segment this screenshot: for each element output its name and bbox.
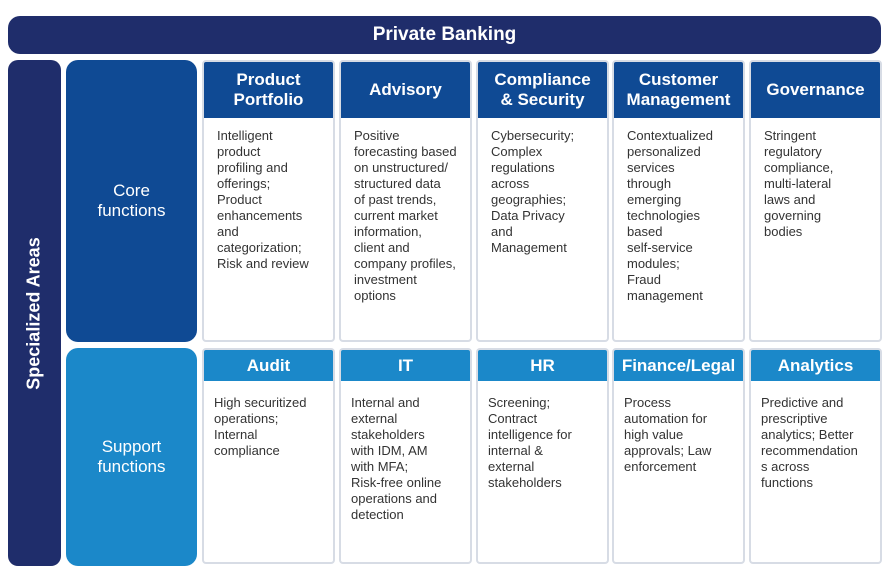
card-compliance-security: Compliance & Security Cybersecurity; Com… — [476, 60, 609, 342]
specialized-areas-text: Specialized Areas — [24, 236, 45, 390]
card-customer-management: Customer Management Contextualized perso… — [612, 60, 745, 342]
card-title: Product Portfolio — [204, 62, 333, 118]
card-text: Screening; Contract intelligence for int… — [488, 395, 572, 490]
card-text: Positive forecasting based on unstructur… — [354, 128, 457, 303]
card-finance-legal: Finance/Legal Process automation for hig… — [612, 348, 745, 564]
card-text: Process automation for high value approv… — [624, 395, 712, 474]
card-title: Compliance & Security — [478, 62, 607, 118]
card-title: Governance — [751, 62, 880, 118]
card-title: Audit — [204, 350, 333, 381]
card-title: Customer Management — [614, 62, 743, 118]
card-title: Analytics — [751, 350, 880, 381]
core-functions-text: Core functions — [97, 181, 166, 220]
card-title: Advisory — [341, 62, 470, 118]
card-text: Predictive and prescriptive analytics; B… — [761, 395, 858, 490]
card-advisory: Advisory Positive forecasting based on u… — [339, 60, 472, 342]
card-hr: HR Screening; Contract intelligence for … — [476, 348, 609, 564]
card-title: IT — [341, 350, 470, 381]
card-text: Intelligent product profiling and offeri… — [217, 128, 309, 271]
support-functions-label: Support functions — [66, 348, 197, 566]
card-it: IT Internal and external stakeholders wi… — [339, 348, 472, 564]
card-text: Stringent regulatory compliance, multi-l… — [764, 128, 834, 239]
core-functions-label: Core functions — [66, 60, 197, 342]
card-product-portfolio: Product Portfolio Intelligent product pr… — [202, 60, 335, 342]
card-governance: Governance Stringent regulatory complian… — [749, 60, 882, 342]
card-title: HR — [478, 350, 607, 381]
card-text: High securitized operations; Internal co… — [214, 395, 307, 458]
card-text: Contextualized personalized services thr… — [627, 128, 713, 303]
card-title: Finance/Legal — [614, 350, 743, 381]
card-analytics: Analytics Predictive and prescriptive an… — [749, 348, 882, 564]
specialized-areas-label: Specialized Areas — [8, 60, 61, 566]
private-banking-banner: Private Banking — [8, 16, 881, 54]
card-text: Internal and external stakeholders with … — [351, 395, 442, 522]
card-text: Cybersecurity; Complex regulations acros… — [491, 128, 575, 255]
support-functions-text: Support functions — [97, 437, 166, 476]
card-audit: Audit High securitized operations; Inter… — [202, 348, 335, 564]
